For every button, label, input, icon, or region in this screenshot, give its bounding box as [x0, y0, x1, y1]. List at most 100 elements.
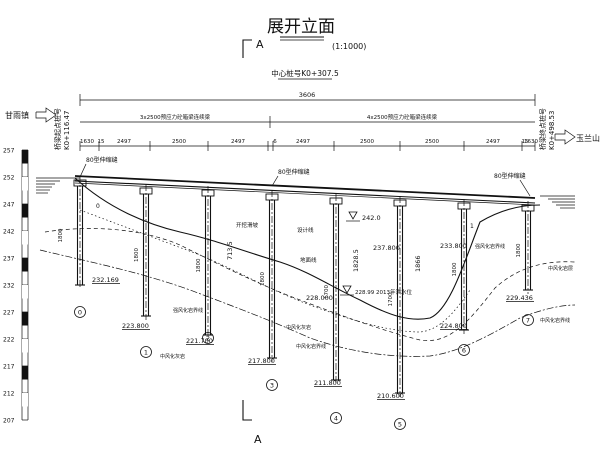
pier-label: 2 — [206, 334, 210, 342]
svg-text:242.0: 242.0 — [362, 214, 381, 222]
total-length-dimension: 3606 — [79, 91, 536, 106]
left-abutment-ground — [36, 177, 80, 194]
pier-label: 7 — [526, 316, 530, 324]
pier-height-label: 1828.5 — [352, 249, 360, 272]
pier-bottom-elevation: 232.169 — [92, 276, 119, 284]
mid-elevation: 228.000 — [306, 294, 333, 302]
pier-bottom-elevation: 210.600 — [377, 392, 404, 400]
svg-text:228.99 2013年洪水位: 228.99 2013年洪水位 — [355, 288, 412, 296]
pier-label-circle — [522, 314, 534, 326]
span-number: 2500 — [172, 139, 186, 145]
section-mark-top: A — [242, 38, 264, 58]
pier-bottom-elevation: 229.436 — [506, 294, 533, 302]
pier-bottom-elevation: 217.800 — [248, 357, 275, 365]
span-number: 2500 — [360, 139, 374, 145]
pier-depth: 1800 — [260, 272, 266, 286]
pier-label: 6 — [462, 346, 466, 354]
design-line-label: 设计线 — [297, 226, 314, 234]
span-number: 2497 — [117, 139, 131, 145]
elevation-label: 242 — [3, 229, 15, 236]
elevation-label: 227 — [3, 310, 15, 317]
end-station-value: K0+498.53 — [548, 111, 556, 150]
span-number: 15 — [98, 139, 105, 145]
center-station: 中心桩号K0+307.5 — [271, 68, 339, 78]
left-mark-label: 0 — [96, 203, 100, 210]
elevation-band — [22, 285, 28, 299]
pier-bottom-elevation: 224.800 — [440, 322, 467, 330]
pier-label: 5 — [398, 420, 402, 428]
expansion-joint-label: 80型伸缩缝 — [86, 156, 118, 164]
elevation-band — [22, 258, 28, 272]
pier-depth: 1800 — [452, 262, 458, 276]
right-abutment-ground — [540, 195, 575, 209]
pier-label-circle — [74, 306, 86, 318]
span-number-row: 1630 15 2497 2500 2497 6 2497 2500 2500 … — [79, 139, 538, 151]
elevation-label: 217 — [3, 364, 15, 371]
pier-depth: 1800 — [516, 243, 522, 257]
pier-label-circle — [140, 346, 152, 358]
moderate-weathering-label-mid: 中风化岩界线 — [296, 343, 326, 350]
pier-label-circle — [330, 412, 342, 424]
ground-line-label: 地面线 — [300, 256, 317, 264]
landslide-label: 开挖滑坡 — [236, 221, 259, 229]
moderate-weathering-line — [39, 249, 576, 357]
weak-weathering-label: 中风化岩层 — [548, 265, 573, 272]
pier-depth: 1800 — [196, 258, 202, 272]
span-number: 2497 — [231, 139, 245, 145]
elevation-label: 252 — [3, 175, 15, 182]
elevation-band — [22, 366, 28, 380]
span-number: 1630 — [524, 139, 538, 145]
svg-text:甘雨镇: 甘雨镇 — [5, 110, 29, 120]
elevation-band — [22, 204, 28, 218]
pier-depth: 1700 — [388, 292, 394, 306]
water-level-flood: 228.99 2013年洪水位 — [340, 285, 412, 296]
elevation-label: 257 — [3, 148, 15, 155]
pier-label: 4 — [334, 414, 338, 422]
right-mark-label: 1 — [470, 223, 474, 230]
water-level-normal: 242.0 — [346, 211, 381, 222]
pier-bottom-elevation: 221.700 — [186, 337, 213, 345]
strong-weathering-line — [44, 228, 576, 341]
start-station-label: 桥梁起点桩号 — [53, 108, 62, 150]
pier-label-circle — [458, 344, 470, 356]
elevation-label: 212 — [3, 391, 15, 398]
section-mark-bottom: A — [242, 400, 262, 446]
pier-bottom-elevation: 223.800 — [122, 322, 149, 330]
mid-elevation: 233.800 — [440, 242, 467, 250]
span-group-dimensions: 3x2500预应力砼箱梁连续梁 4x2500预应力砼箱梁连续梁 — [80, 113, 535, 128]
pier-label-circle — [266, 379, 278, 391]
pier-label: 0 — [78, 308, 82, 316]
expansion-joint-label: 80型伸缩缝 — [494, 172, 526, 180]
weathered-rock-label: 中风化灰岩 — [160, 353, 185, 360]
start-station-value: K0+116.47 — [63, 111, 71, 150]
pier-5: 1700 210.600 5 — [377, 196, 407, 430]
mid-elevation: 237.800 — [373, 244, 400, 252]
left-direction-arrow: 甘雨镇 — [5, 107, 57, 123]
span-number: 2500 — [425, 139, 439, 145]
right-direction-arrow: 玉兰山 — [554, 129, 600, 145]
elevation-band — [22, 150, 28, 164]
pier-height-label: 713.5 — [226, 241, 234, 260]
pier-height-label: 1866 — [414, 255, 422, 272]
span-number: 15 — [522, 139, 529, 145]
strong-weathering-label-right: 强风化岩界线 — [475, 243, 505, 250]
elevation-band — [22, 339, 28, 353]
bridge-deck — [74, 175, 536, 206]
elevation-label: 232 — [3, 283, 15, 290]
end-station-label: 桥梁终点桩号 — [538, 108, 547, 150]
elevation-label: 237 — [3, 256, 15, 263]
weathered-rock-label-mid: 中风化灰岩 — [286, 324, 311, 331]
drawing-scale: (1:1000) — [332, 42, 366, 51]
span-number: 1630 — [80, 139, 94, 145]
elevation-label: 207 — [3, 418, 15, 425]
span-number: 6 — [273, 139, 277, 145]
span-number: 2497 — [486, 139, 500, 145]
svg-text:玉兰山: 玉兰山 — [576, 133, 600, 143]
elevation-band — [22, 177, 28, 191]
